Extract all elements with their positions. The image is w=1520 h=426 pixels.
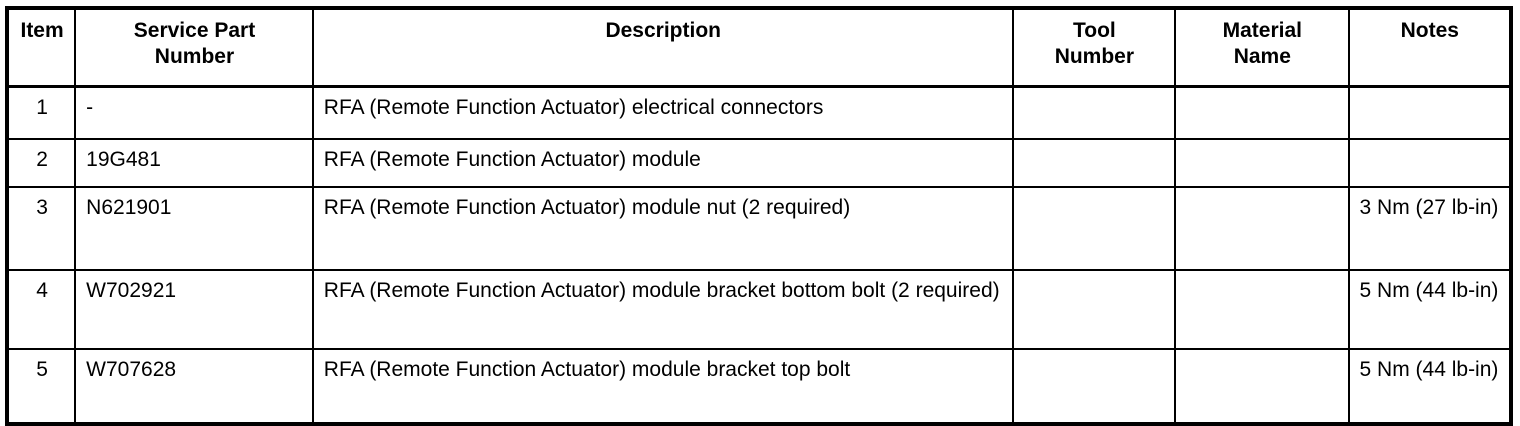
cell-item: 4 (5, 269, 77, 350)
column-header-item-label: Item (20, 19, 64, 42)
cell-item: 1 (5, 85, 77, 140)
cell-description: RFA (Remote Function Actuator) module nu… (311, 186, 1014, 271)
cell-description: RFA (Remote Function Actuator) module (311, 138, 1014, 188)
cell-material-name (1174, 269, 1350, 350)
cell-notes: 5 Nm (44 lb-in) (1347, 348, 1513, 425)
table-row: 1 - RFA (Remote Function Actuator) elect… (5, 85, 1513, 140)
column-header-description-label: Description (605, 19, 721, 42)
cell-material-name (1174, 138, 1350, 188)
column-header-item: Item (5, 7, 77, 88)
table-header-row: Item Service Part Number Description Too… (5, 7, 1513, 88)
cell-service-part-number: - (74, 85, 314, 140)
cell-description: RFA (Remote Function Actuator) module br… (311, 269, 1014, 350)
cell-description: RFA (Remote Function Actuator) module br… (311, 348, 1014, 425)
table-row: 4 W702921 RFA (Remote Function Actuator)… (5, 269, 1513, 350)
cell-tool-number (1011, 186, 1177, 271)
cell-item: 3 (5, 186, 77, 271)
cell-notes: 3 Nm (27 lb-in) (1347, 186, 1513, 271)
column-header-description: Description (311, 7, 1014, 88)
cell-tool-number (1011, 85, 1177, 140)
table-header: Item Service Part Number Description Too… (5, 7, 1513, 88)
cell-service-part-number: W702921 (74, 269, 314, 350)
column-header-notes: Notes (1347, 7, 1513, 88)
cell-notes (1347, 85, 1513, 140)
cell-tool-number (1011, 269, 1177, 350)
column-header-notes-label: Notes (1400, 19, 1459, 42)
column-header-tool-number: Tool Number (1011, 7, 1177, 88)
cell-service-part-number: N621901 (74, 186, 314, 271)
service-parts-table: Item Service Part Number Description Too… (5, 6, 1513, 426)
cell-service-part-number: W707628 (74, 348, 314, 425)
cell-notes: 5 Nm (44 lb-in) (1347, 269, 1513, 350)
cell-material-name (1174, 186, 1350, 271)
table-body: 1 - RFA (Remote Function Actuator) elect… (5, 85, 1513, 425)
table-row: 3 N621901 RFA (Remote Function Actuator)… (5, 186, 1513, 271)
column-header-material-name: Material Name (1174, 7, 1350, 88)
column-header-material-name-line2: Name (1233, 44, 1291, 68)
table-row: 2 19G481 RFA (Remote Function Actuator) … (5, 138, 1513, 188)
column-header-service-part-number: Service Part Number (74, 7, 314, 88)
column-header-material-name-line1: Material (1222, 19, 1302, 42)
cell-notes (1347, 138, 1513, 188)
cell-tool-number (1011, 138, 1177, 188)
column-header-service-part-number-line2: Number (154, 44, 235, 68)
cell-item: 5 (5, 348, 77, 425)
cell-tool-number (1011, 348, 1177, 425)
cell-material-name (1174, 85, 1350, 140)
table-row: 5 W707628 RFA (Remote Function Actuator)… (5, 348, 1513, 425)
cell-description: RFA (Remote Function Actuator) electrica… (311, 85, 1014, 140)
cell-service-part-number: 19G481 (74, 138, 314, 188)
cell-item: 2 (5, 138, 77, 188)
cell-material-name (1174, 348, 1350, 425)
column-header-tool-number-line2: Number (1054, 44, 1135, 68)
column-header-service-part-number-line1: Service Part (133, 19, 256, 42)
column-header-tool-number-line1: Tool (1072, 19, 1116, 42)
